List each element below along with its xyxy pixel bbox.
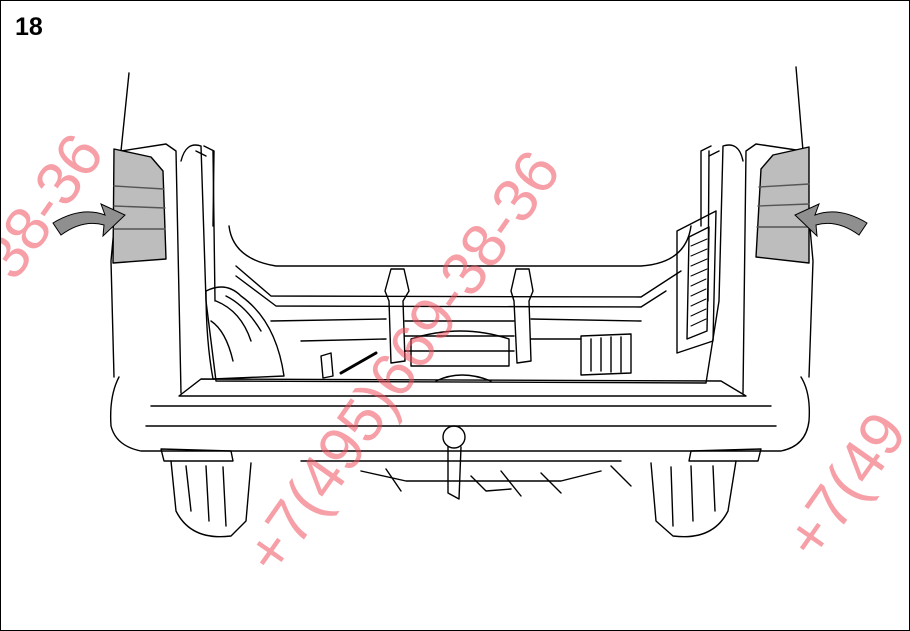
right-rear-tire (650, 460, 737, 538)
tow-ball (442, 425, 466, 449)
left-tail-lamp (112, 148, 167, 264)
left-seat-bracket (384, 268, 410, 364)
tow-hitch-bar (447, 446, 462, 500)
right-reflector (688, 448, 762, 462)
left-rear-tire (170, 460, 252, 538)
cargo-opening (180, 144, 744, 384)
right-seat-bracket (510, 268, 534, 364)
right-trim-panel (676, 210, 717, 354)
rear-bumper (109, 376, 811, 452)
left-bag (205, 286, 285, 380)
rear-sill (178, 378, 747, 397)
step-number: 18 (15, 13, 43, 41)
right-arrow-icon (794, 203, 868, 238)
left-reflector (160, 448, 234, 462)
left-arrow-icon (52, 203, 126, 238)
